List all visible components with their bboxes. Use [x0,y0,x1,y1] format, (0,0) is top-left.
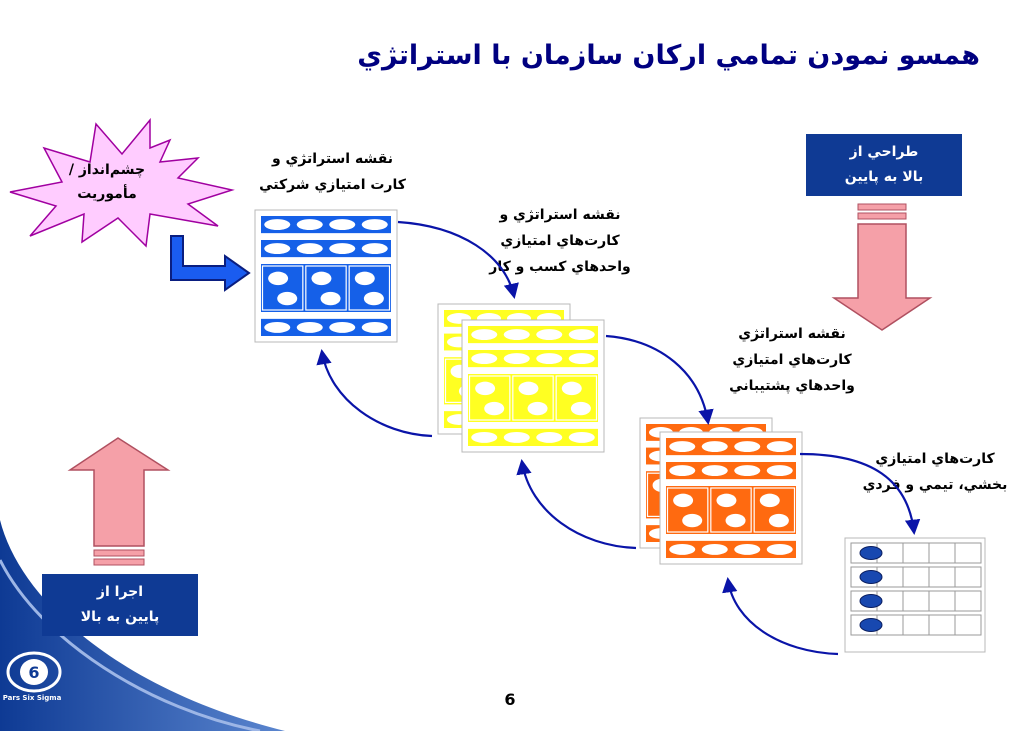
arrow-support-to-individual [799,452,921,536]
top-down-box: طراحي از بالا به پايين [806,134,962,196]
arrow-business-to-corporate [316,348,433,438]
top-down-line2: بالا به پايين [844,169,924,185]
arrow-individual-to-support [722,576,839,656]
pars-six-sigma-logo-icon: 6 [6,651,62,693]
support-scorecard-front [659,431,803,565]
arrow-corporate-to-business [397,220,519,300]
vision-to-corporate-arrow-icon [170,235,251,292]
top-down-arrow-icon [831,203,933,331]
bottom-up-arrow-icon [67,437,171,566]
logo-text: Pars Six Sigma [2,694,62,702]
business-scorecard-front [461,319,605,453]
corporate-scorecard [254,209,398,343]
bottom-up-box: اجرا از پايين به بالا [42,574,198,636]
top-down-line1: طراحي از [849,144,919,160]
page-title: همسو نمودن تمامي اركان سازمان با استراتژ… [357,40,980,71]
svg-text:6: 6 [28,663,39,682]
arrow-support-to-business [516,458,637,550]
bottom-up-line2: پايين به بالا [80,609,160,625]
arrow-business-to-support [605,334,714,426]
page-number: 6 [504,690,516,709]
bottom-up-line1: اجرا از [96,584,144,600]
individual-scorecard [844,537,986,653]
vision-label: چشم‌انداز / مأموريت [68,162,146,202]
vision-burst-shape [9,118,235,248]
